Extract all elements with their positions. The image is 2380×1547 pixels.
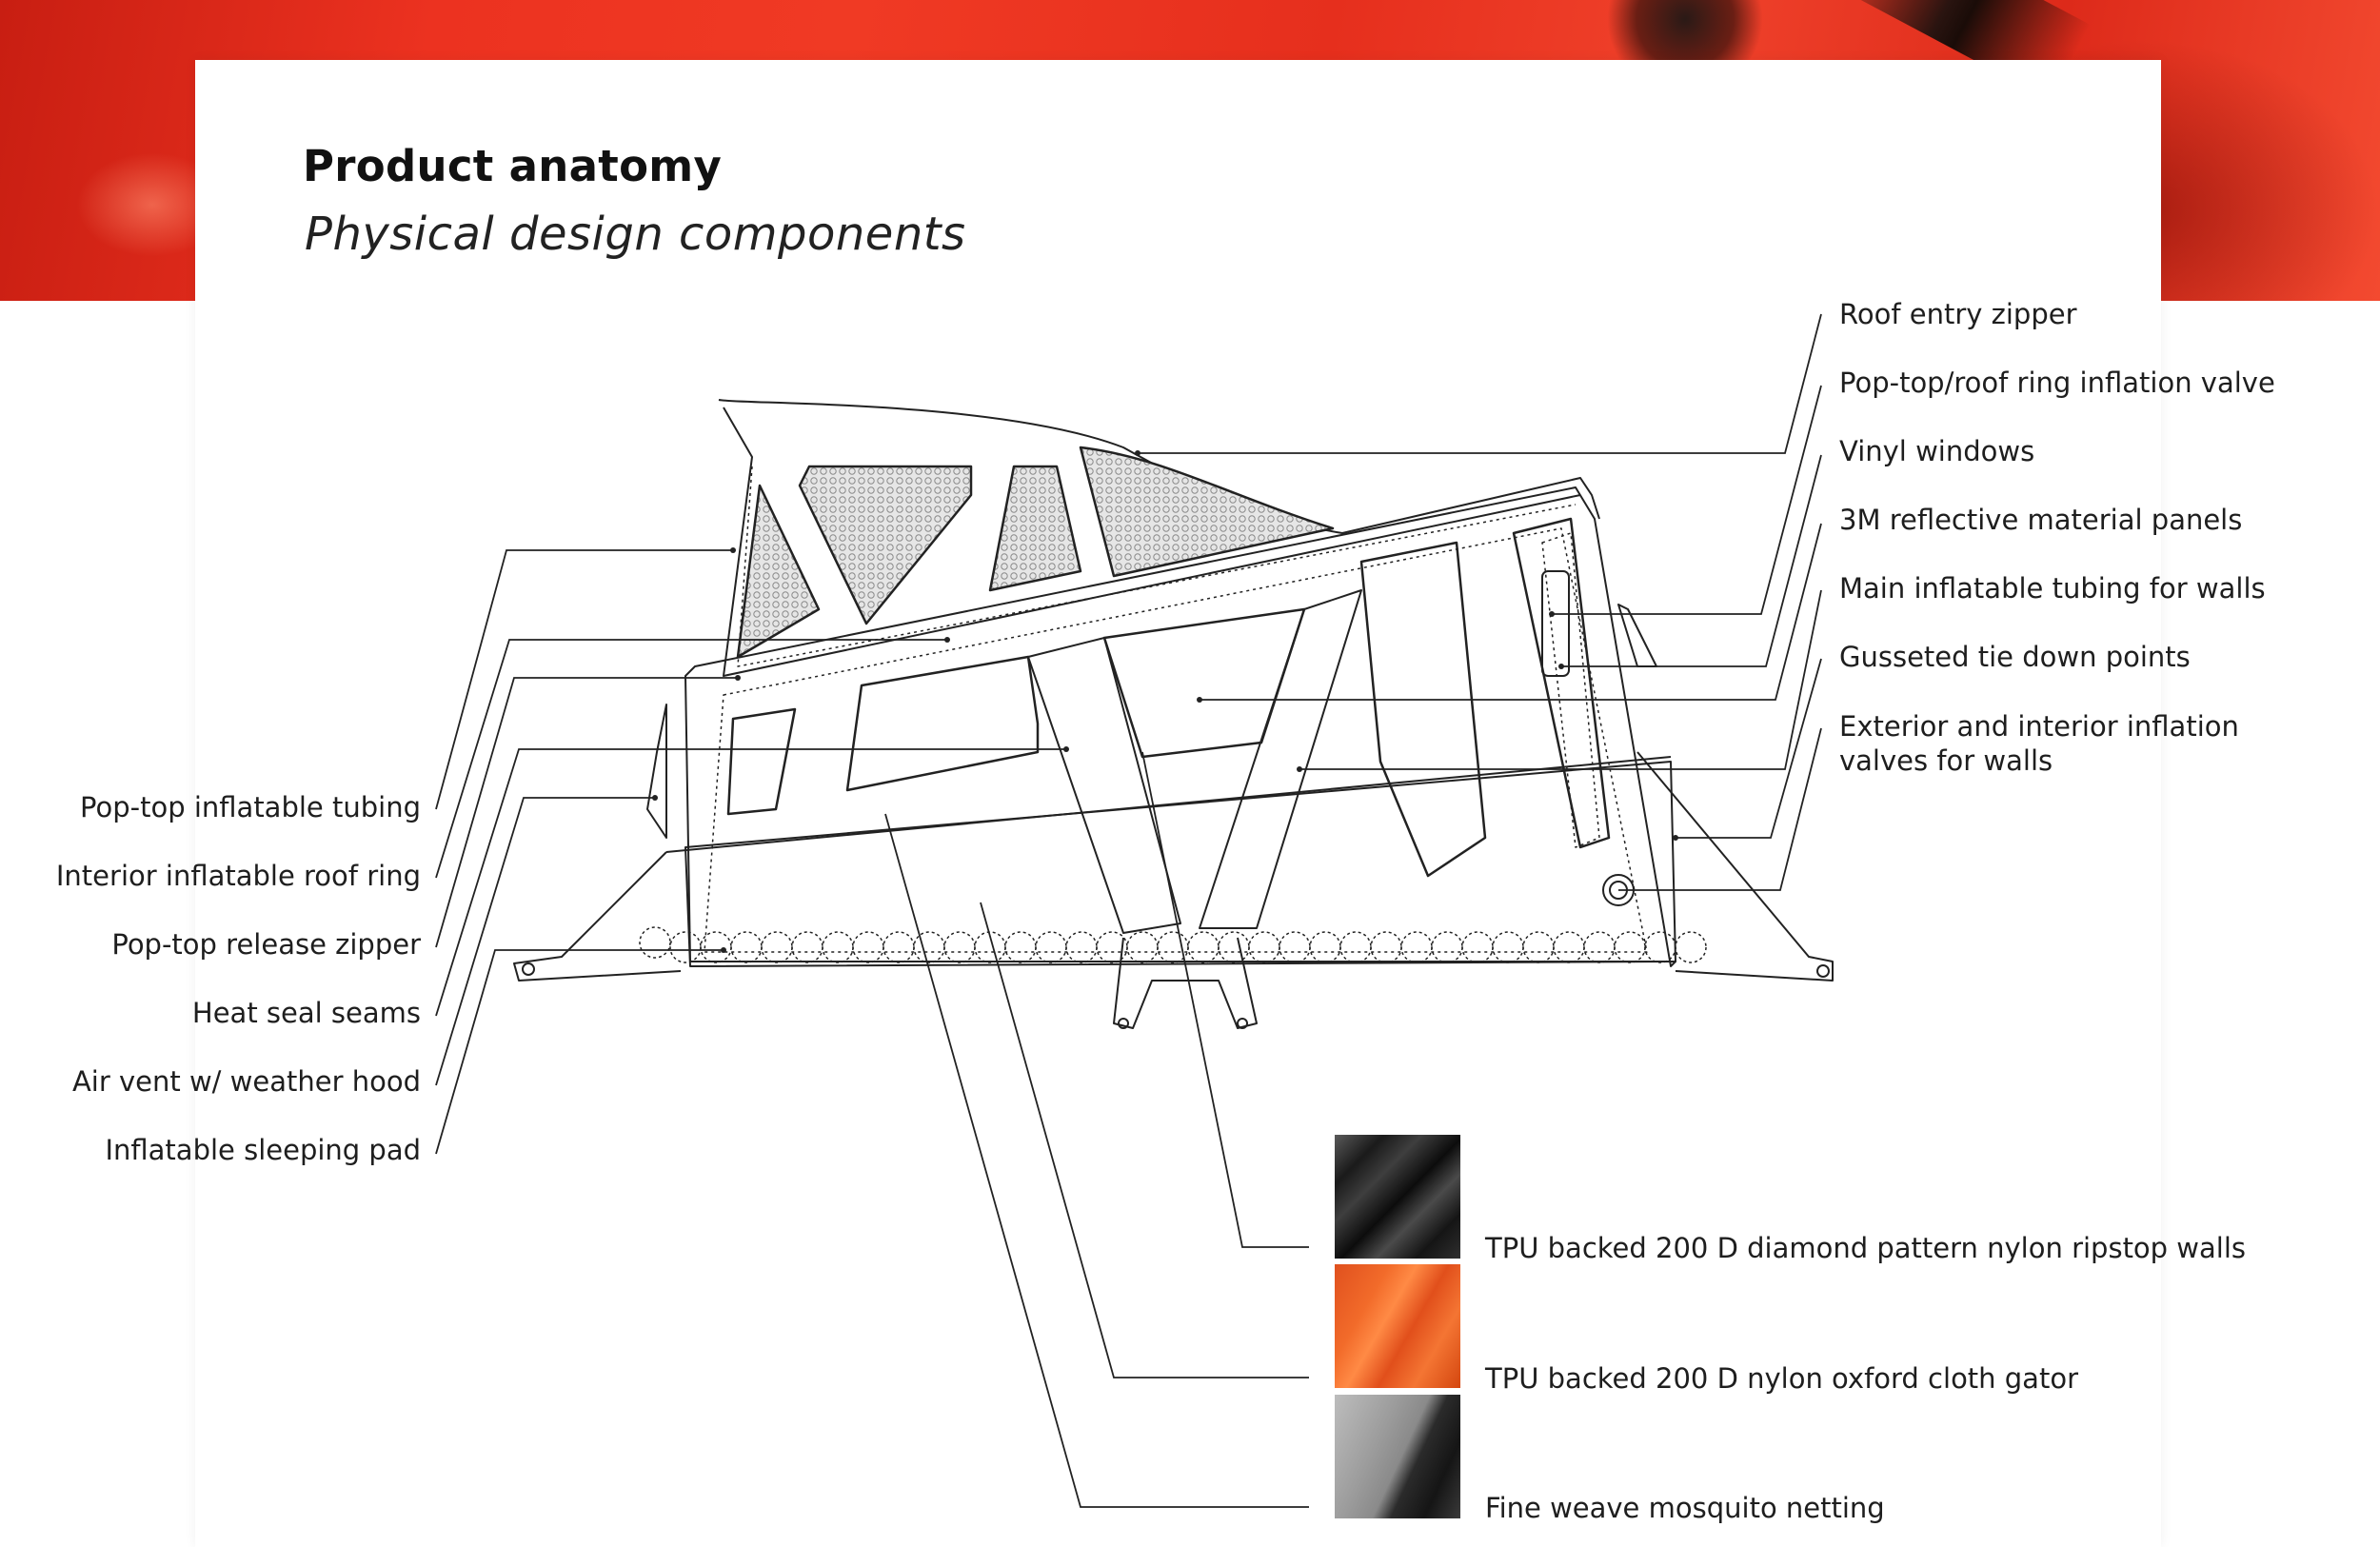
leader-reflective-panels xyxy=(1200,523,1822,701)
leader-interior-roof-ring xyxy=(435,639,947,879)
tie-down-strap xyxy=(513,851,682,982)
gator-edge xyxy=(665,756,1672,853)
leader-valves-walls xyxy=(1618,727,1822,891)
leader-air-vent xyxy=(435,797,655,1086)
leader-heat-seal xyxy=(435,748,1066,1017)
pop-top-window xyxy=(988,465,1082,592)
pop-top-window xyxy=(736,484,821,659)
tent-body-inner xyxy=(704,527,1648,953)
pop-top-window xyxy=(1079,446,1335,578)
leader-pop-top-zipper xyxy=(435,677,738,948)
page-title: Product anatomy xyxy=(303,141,723,191)
wall-window xyxy=(845,655,1040,792)
leader-main-tubing xyxy=(1299,589,1822,770)
wall-panel xyxy=(1512,517,1611,849)
label-material-oxford: TPU backed 200 D nylon oxford cloth gato… xyxy=(1485,1362,2078,1395)
label-tie-down-points: Gusseted tie down points xyxy=(1839,641,2191,673)
wall-window xyxy=(726,707,797,816)
pop-top-window xyxy=(798,465,973,625)
leader-roof-entry-zipper xyxy=(1138,313,1822,454)
wall-panel xyxy=(1359,541,1487,878)
label-heat-seal-seams: Heat seal seams xyxy=(191,997,421,1029)
label-pop-top-inflatable-tubing: Pop-top inflatable tubing xyxy=(80,791,421,823)
oxford-fabric-swatch xyxy=(1335,1264,1460,1388)
tie-down-strap xyxy=(1113,937,1258,1029)
label-main-inflatable-tubing: Main inflatable tubing for walls xyxy=(1839,572,2266,605)
tie-down-strap xyxy=(1636,751,1834,982)
leader-lines-left xyxy=(435,549,1066,1155)
leader-pop-top-valve xyxy=(1552,385,1822,615)
leader-sleeping-pad xyxy=(435,949,724,1155)
label-roof-entry-zipper: Roof entry zipper xyxy=(1839,298,2077,330)
leader-ripstop xyxy=(1141,751,1309,1248)
ripstop-fabric-swatch xyxy=(1335,1135,1460,1259)
wall-strut xyxy=(1027,637,1181,934)
leader-oxford xyxy=(980,902,1309,1378)
floor-tube-row xyxy=(639,926,1707,963)
label-pop-top-inflation-valve: Pop-top/roof ring inflation valve xyxy=(1839,367,2275,399)
wall-strut xyxy=(1199,589,1362,929)
leader-lines-materials xyxy=(884,751,1309,1508)
leader-mesh xyxy=(884,813,1309,1508)
label-reflective-panels: 3M reflective material panels xyxy=(1839,504,2243,536)
label-vinyl-windows: Vinyl windows xyxy=(1839,435,2035,467)
leader-tie-down xyxy=(1676,658,1822,839)
mesh-fabric-swatch xyxy=(1335,1395,1460,1518)
label-material-ripstop: TPU backed 200 D diamond pattern nylon r… xyxy=(1485,1232,2247,1264)
label-air-vent: Air vent w/ weather hood xyxy=(71,1065,421,1098)
label-interior-roof-ring: Interior inflatable roof ring xyxy=(55,860,421,892)
gator-flap xyxy=(684,761,1676,967)
pop-top-inner-line xyxy=(737,466,1577,667)
wall-window xyxy=(1102,607,1306,759)
leader-vinyl-windows xyxy=(1561,454,1822,667)
right-tubing xyxy=(1541,532,1600,848)
tent-illustration xyxy=(513,399,1834,1029)
pop-top-outline xyxy=(723,407,1581,677)
tent-body-outline xyxy=(684,486,1676,967)
page-subtitle: Physical design components xyxy=(305,208,966,261)
inflation-valve-rect xyxy=(1541,570,1570,677)
label-material-mesh: Fine weave mosquito netting xyxy=(1485,1492,1885,1524)
label-sleeping-pad: Inflatable sleeping pad xyxy=(105,1134,421,1166)
label-wall-inflation-valves: Exterior and interior inflation valves f… xyxy=(1839,710,2239,777)
air-vent-hood xyxy=(646,704,667,839)
label-pop-top-release-zipper: Pop-top release zipper xyxy=(111,928,421,961)
leader-pop-top-tubing xyxy=(435,549,733,810)
leader-dots xyxy=(652,450,1678,953)
leader-lines-right xyxy=(1138,313,1822,891)
